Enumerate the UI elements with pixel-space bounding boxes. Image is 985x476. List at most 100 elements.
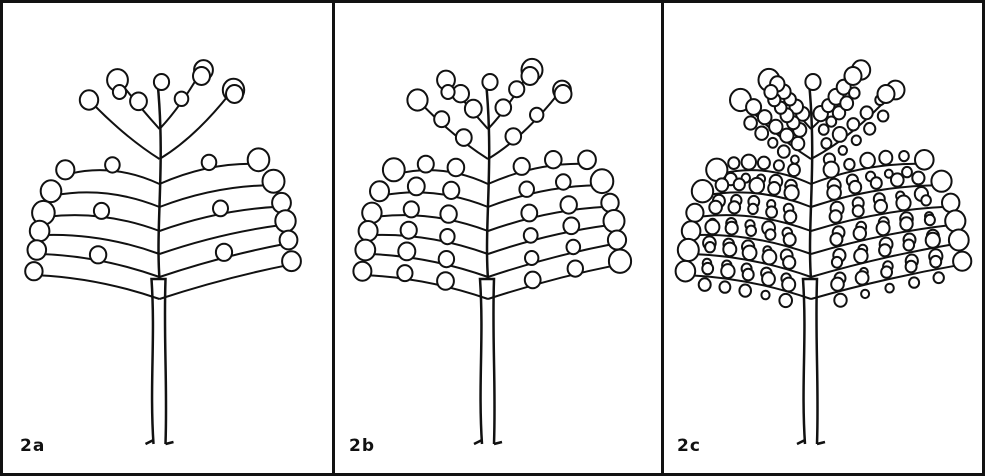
fruit-bud: [248, 148, 270, 171]
fruit-bud: [519, 182, 534, 197]
fruit-bud: [726, 222, 738, 235]
fruit-bud: [568, 261, 583, 277]
panel-label-2a: 2a: [20, 436, 45, 456]
fruit-bud: [280, 231, 298, 250]
branch: [372, 235, 488, 254]
fruit-bud: [482, 74, 497, 90]
fruit-bud: [591, 169, 614, 193]
panel-2a: 2a: [6, 4, 333, 470]
central-leader: [486, 82, 489, 279]
fruit-bud: [509, 81, 524, 97]
fruit-bud: [819, 124, 829, 134]
fruit-bud: [743, 269, 754, 281]
fruit-bud: [514, 158, 530, 175]
fruit-bud: [525, 251, 538, 265]
branch: [488, 185, 598, 207]
tree-drawing-2c: [663, 4, 979, 470]
fruit-bud: [881, 266, 892, 277]
branch: [488, 244, 613, 277]
fruit-bud: [930, 256, 941, 268]
fruit-bud: [709, 201, 722, 214]
fruit-bud: [877, 221, 890, 235]
fruit-bud: [788, 164, 800, 176]
fruit-bud: [456, 129, 472, 146]
fruit-bud: [824, 162, 839, 178]
fruit-bud: [891, 173, 904, 186]
fruit-bud: [779, 294, 792, 307]
fruit-bud: [437, 272, 454, 290]
fruit-bud: [854, 227, 866, 240]
fruit-bud: [878, 111, 889, 122]
branch: [384, 192, 489, 207]
fruit-bud: [370, 181, 389, 201]
fruit-bud: [784, 233, 796, 246]
panel-label-2c: 2c: [677, 436, 701, 456]
fruit-bud: [448, 159, 465, 176]
fruit-bud: [94, 203, 109, 219]
fruit-bud: [355, 240, 375, 261]
tree-drawing-2a: [6, 4, 333, 470]
fruit-bud: [105, 157, 120, 172]
fruit-bud: [827, 185, 841, 199]
fruit-bud: [522, 67, 539, 85]
trunk: [146, 279, 174, 444]
fruit-bud: [213, 201, 228, 217]
fruit-bud: [926, 233, 940, 248]
fruit-bud: [902, 167, 912, 177]
fruit-bud: [832, 257, 842, 268]
branch: [376, 215, 488, 231]
fruit-bud: [524, 228, 538, 243]
fruit-bud: [383, 158, 405, 181]
fruit-bud: [226, 85, 243, 103]
fruit-bud: [175, 92, 189, 106]
fruit-bud: [878, 85, 895, 103]
panel-divider: [661, 0, 664, 476]
fruit-bud: [949, 230, 969, 251]
fruit-bud: [761, 291, 769, 300]
fruit-bud: [742, 155, 756, 170]
fruit-bud: [844, 159, 854, 170]
fruit-bud: [784, 211, 796, 224]
fruit-bud: [604, 210, 625, 232]
fruit-bud: [904, 240, 915, 251]
trunk: [797, 279, 825, 444]
fruit-bud: [728, 157, 739, 169]
fruit-bud: [879, 244, 891, 256]
panel-2b: 2b: [335, 4, 661, 470]
fruit-bud: [748, 204, 758, 214]
fruit-bud: [601, 194, 618, 212]
fruit-bud: [398, 243, 415, 261]
fruit-bud: [744, 116, 757, 129]
fruit-bud: [408, 178, 425, 196]
fruit-bud: [743, 246, 757, 260]
fruit-bud: [762, 272, 775, 286]
fruit-bud: [362, 203, 381, 223]
fruit-bud: [847, 118, 859, 130]
fruit-bud: [608, 231, 626, 250]
fruit-bud: [353, 262, 371, 281]
fruit-bud: [443, 182, 459, 199]
fruit-bud: [556, 174, 571, 189]
fruit-bud: [945, 210, 965, 231]
fruit-bud: [154, 74, 169, 90]
fruit-bud: [130, 93, 147, 111]
fruit-bud: [496, 99, 512, 115]
fruit-bud: [401, 222, 417, 239]
fruit-bud: [896, 196, 910, 211]
fruit-bud: [676, 261, 696, 282]
fruit-bud: [831, 278, 844, 291]
fruit-bud: [899, 151, 909, 161]
fruit-bud: [912, 172, 924, 185]
fruit-bud: [953, 252, 971, 271]
fruit-bud: [769, 120, 782, 134]
fruit-bud: [861, 106, 873, 119]
fruit-bud: [849, 87, 860, 98]
fruit-bud: [931, 171, 951, 192]
panel-label-2b: 2b: [349, 436, 375, 456]
fruit-bud: [521, 205, 537, 222]
fruit-bud: [734, 179, 745, 191]
fruit-bud: [28, 240, 47, 260]
fruit-bud: [702, 263, 713, 274]
fruit-bud: [705, 220, 719, 235]
